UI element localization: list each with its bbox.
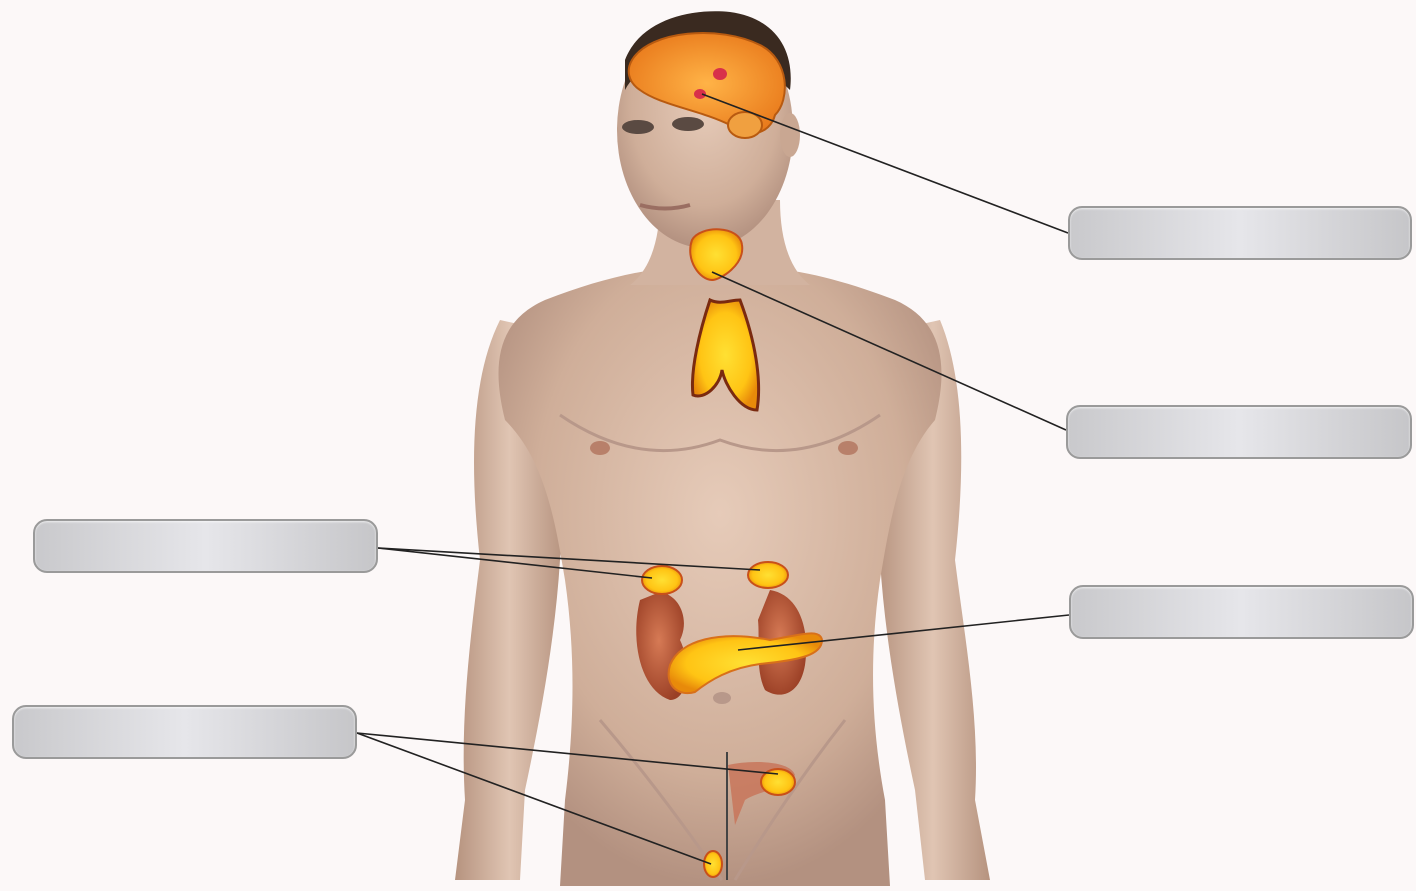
left-adrenal-gland — [642, 566, 682, 594]
pineal-gland — [713, 68, 727, 80]
left-eye — [622, 120, 654, 134]
answer-box-adrenal[interactable] — [33, 519, 378, 573]
navel — [713, 692, 731, 704]
ear — [780, 113, 800, 157]
right-adrenal-gland — [748, 562, 788, 588]
testis — [704, 851, 722, 877]
answer-box-brain[interactable] — [1068, 206, 1412, 260]
left-nipple — [590, 441, 610, 455]
answer-box-pancreas[interactable] — [1069, 585, 1414, 639]
answer-box-thyroid[interactable] — [1066, 405, 1412, 459]
right-nipple — [838, 441, 858, 455]
right-eye — [672, 117, 704, 131]
answer-box-gonads[interactable] — [12, 705, 357, 759]
cerebellum — [728, 112, 762, 138]
